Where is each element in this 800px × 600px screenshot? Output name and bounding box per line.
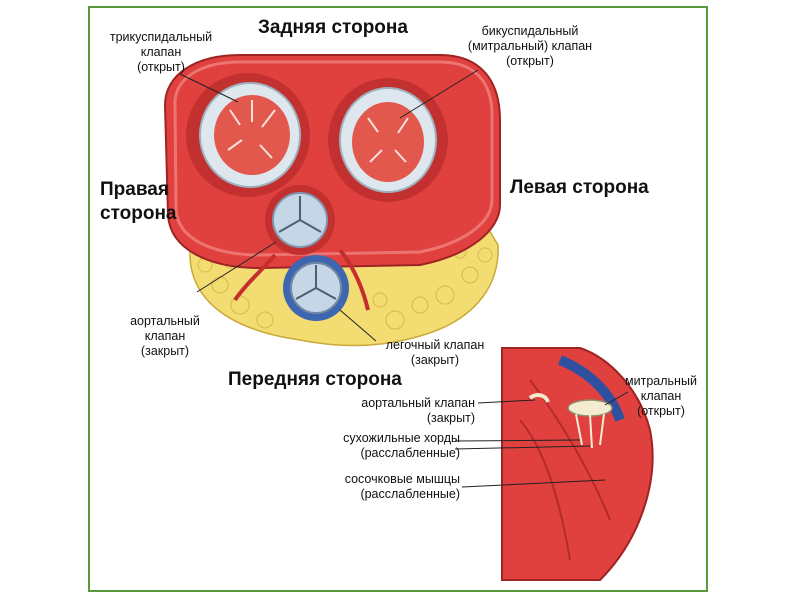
aortic-valve-label: аортальный клапан (закрыт) — [130, 314, 200, 358]
figure-frame — [88, 6, 708, 592]
rim-highlight — [173, 60, 494, 257]
inset-mitral-valve — [567, 399, 613, 417]
inset-heart — [501, 347, 654, 581]
leader-lines — [179, 69, 479, 342]
bicuspid-label: бикуспидальный (митральный) клапан (откр… — [467, 24, 593, 68]
pulmonary-valve-label: легочный клапан (закрыт) — [385, 338, 485, 367]
right-side-label: Правая сторона — [100, 179, 177, 224]
chordae-marks-2 — [367, 117, 409, 163]
anterior-side-label: Передняя сторона — [228, 369, 402, 390]
coronary-artery-2 — [338, 248, 370, 311]
inset-leader-lines — [454, 391, 629, 488]
mitral-valve — [328, 78, 448, 202]
inset-aortic-label: аортальный клапан (закрыт) — [361, 396, 475, 425]
pulmonary-valve — [283, 255, 349, 321]
inset-aortic-valve — [528, 393, 550, 403]
aortic-valve — [265, 185, 335, 255]
heart-cross-section — [163, 54, 501, 347]
chordae-marks — [227, 100, 276, 159]
posterior-side-label: Задняя сторона — [258, 17, 408, 38]
inset-vessel — [558, 355, 625, 422]
inset-chordae-label: сухожильные хорды (расслабленные) — [343, 431, 460, 460]
tricuspid-label: трикуспидальный клапан (открыт) — [109, 30, 213, 74]
inset-mitral-label: митральный клапан (открыт) — [625, 374, 697, 418]
inset-papillary-label: сосочковые мышцы (расслабленные) — [344, 472, 460, 501]
inset-chordae — [575, 413, 605, 449]
tricuspid-valve — [186, 73, 310, 197]
left-side-label: Левая сторона — [510, 177, 649, 198]
coronary-artery — [233, 253, 277, 302]
